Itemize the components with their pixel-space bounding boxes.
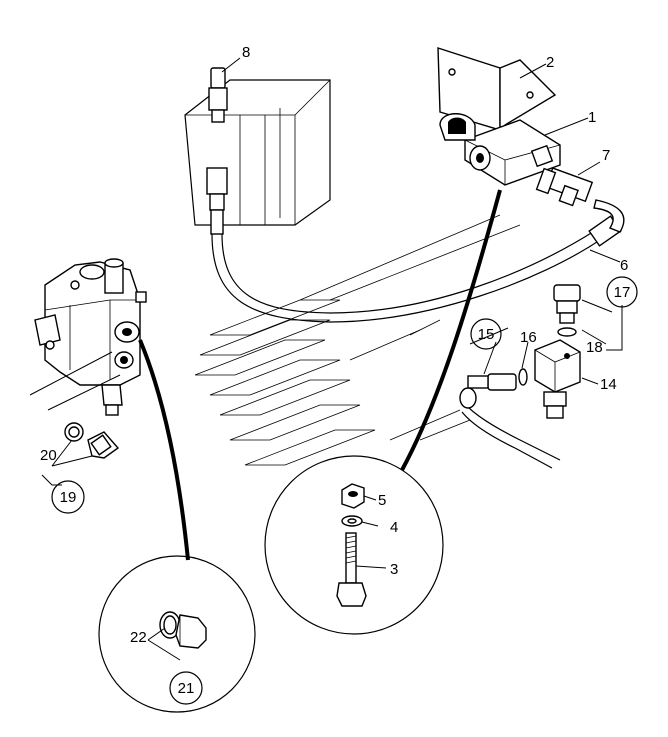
tee-fitting-7 [535, 167, 594, 207]
valve-block [184, 79, 331, 226]
label-20: 20 [40, 447, 57, 464]
label-8: 8 [242, 44, 250, 61]
plug-21 [159, 611, 207, 649]
plug-19 [87, 431, 120, 459]
fitting-17 [553, 284, 581, 324]
leader-15-b [469, 327, 509, 345]
o-ring-18 [557, 327, 577, 337]
leader-valve-19 [47, 374, 121, 411]
leader-17-18 [581, 299, 613, 345]
solenoid-valve-1 [439, 113, 561, 186]
hose-6-inner [221, 229, 597, 314]
leader-8 [221, 57, 241, 73]
bracket-2 [437, 47, 557, 132]
leader-19-circle [41, 474, 62, 486]
o-ring-20-inner [68, 426, 80, 438]
circled-label-21: 21 [169, 671, 203, 705]
circled-label-17: 17 [606, 276, 638, 308]
control-valve [34, 258, 147, 416]
leader-5 [363, 495, 377, 501]
detail-circle-plug [98, 555, 256, 713]
leader-19-20 [51, 439, 93, 467]
hose-end-right [588, 199, 625, 247]
leader-valve-20 [29, 351, 113, 396]
label-6: 6 [620, 257, 628, 274]
elbow-fitting [459, 387, 477, 409]
leader-14 [581, 377, 599, 385]
block-14 [534, 339, 581, 419]
label-1: 1 [588, 109, 596, 126]
fitting-15 [467, 373, 517, 391]
hose-end-upper [206, 167, 228, 235]
leader-7 [577, 161, 601, 176]
leader-4 [361, 521, 379, 527]
o-ring-16 [518, 368, 528, 386]
leader-21-22 [147, 627, 181, 661]
bracket-17 [606, 305, 623, 351]
circled-label-15: 15 [470, 318, 502, 350]
leader-6 [589, 249, 621, 263]
leader-2 [519, 63, 547, 79]
svg-text:17: 17 [614, 284, 631, 301]
svg-text:15: 15 [478, 326, 495, 343]
pointer-1-to-detail [400, 189, 502, 471]
lower-pipe-inner [461, 411, 553, 469]
pointer-valve-to-detail [138, 339, 190, 561]
label-18: 18 [586, 339, 603, 356]
detail-circle-bolt [264, 455, 444, 635]
label-16: 16 [520, 329, 537, 346]
label-22: 22 [130, 629, 147, 646]
svg-text:19: 19 [60, 489, 77, 506]
label-14: 14 [600, 376, 617, 393]
label-5: 5 [378, 492, 386, 509]
bolt-assembly [336, 483, 367, 607]
circled-label-19: 19 [51, 480, 85, 514]
hose-6 [211, 233, 601, 323]
label-3: 3 [390, 561, 398, 578]
label-4: 4 [390, 519, 398, 536]
label-7: 7 [602, 147, 610, 164]
leader-16 [521, 341, 529, 369]
fitting-8 [208, 67, 228, 123]
label-2: 2 [546, 54, 554, 71]
svg-text:21: 21 [178, 680, 195, 697]
leader-1 [544, 117, 589, 136]
background-frame-lines [194, 214, 521, 466]
leader-3 [355, 565, 387, 569]
lower-pipe [461, 399, 561, 461]
